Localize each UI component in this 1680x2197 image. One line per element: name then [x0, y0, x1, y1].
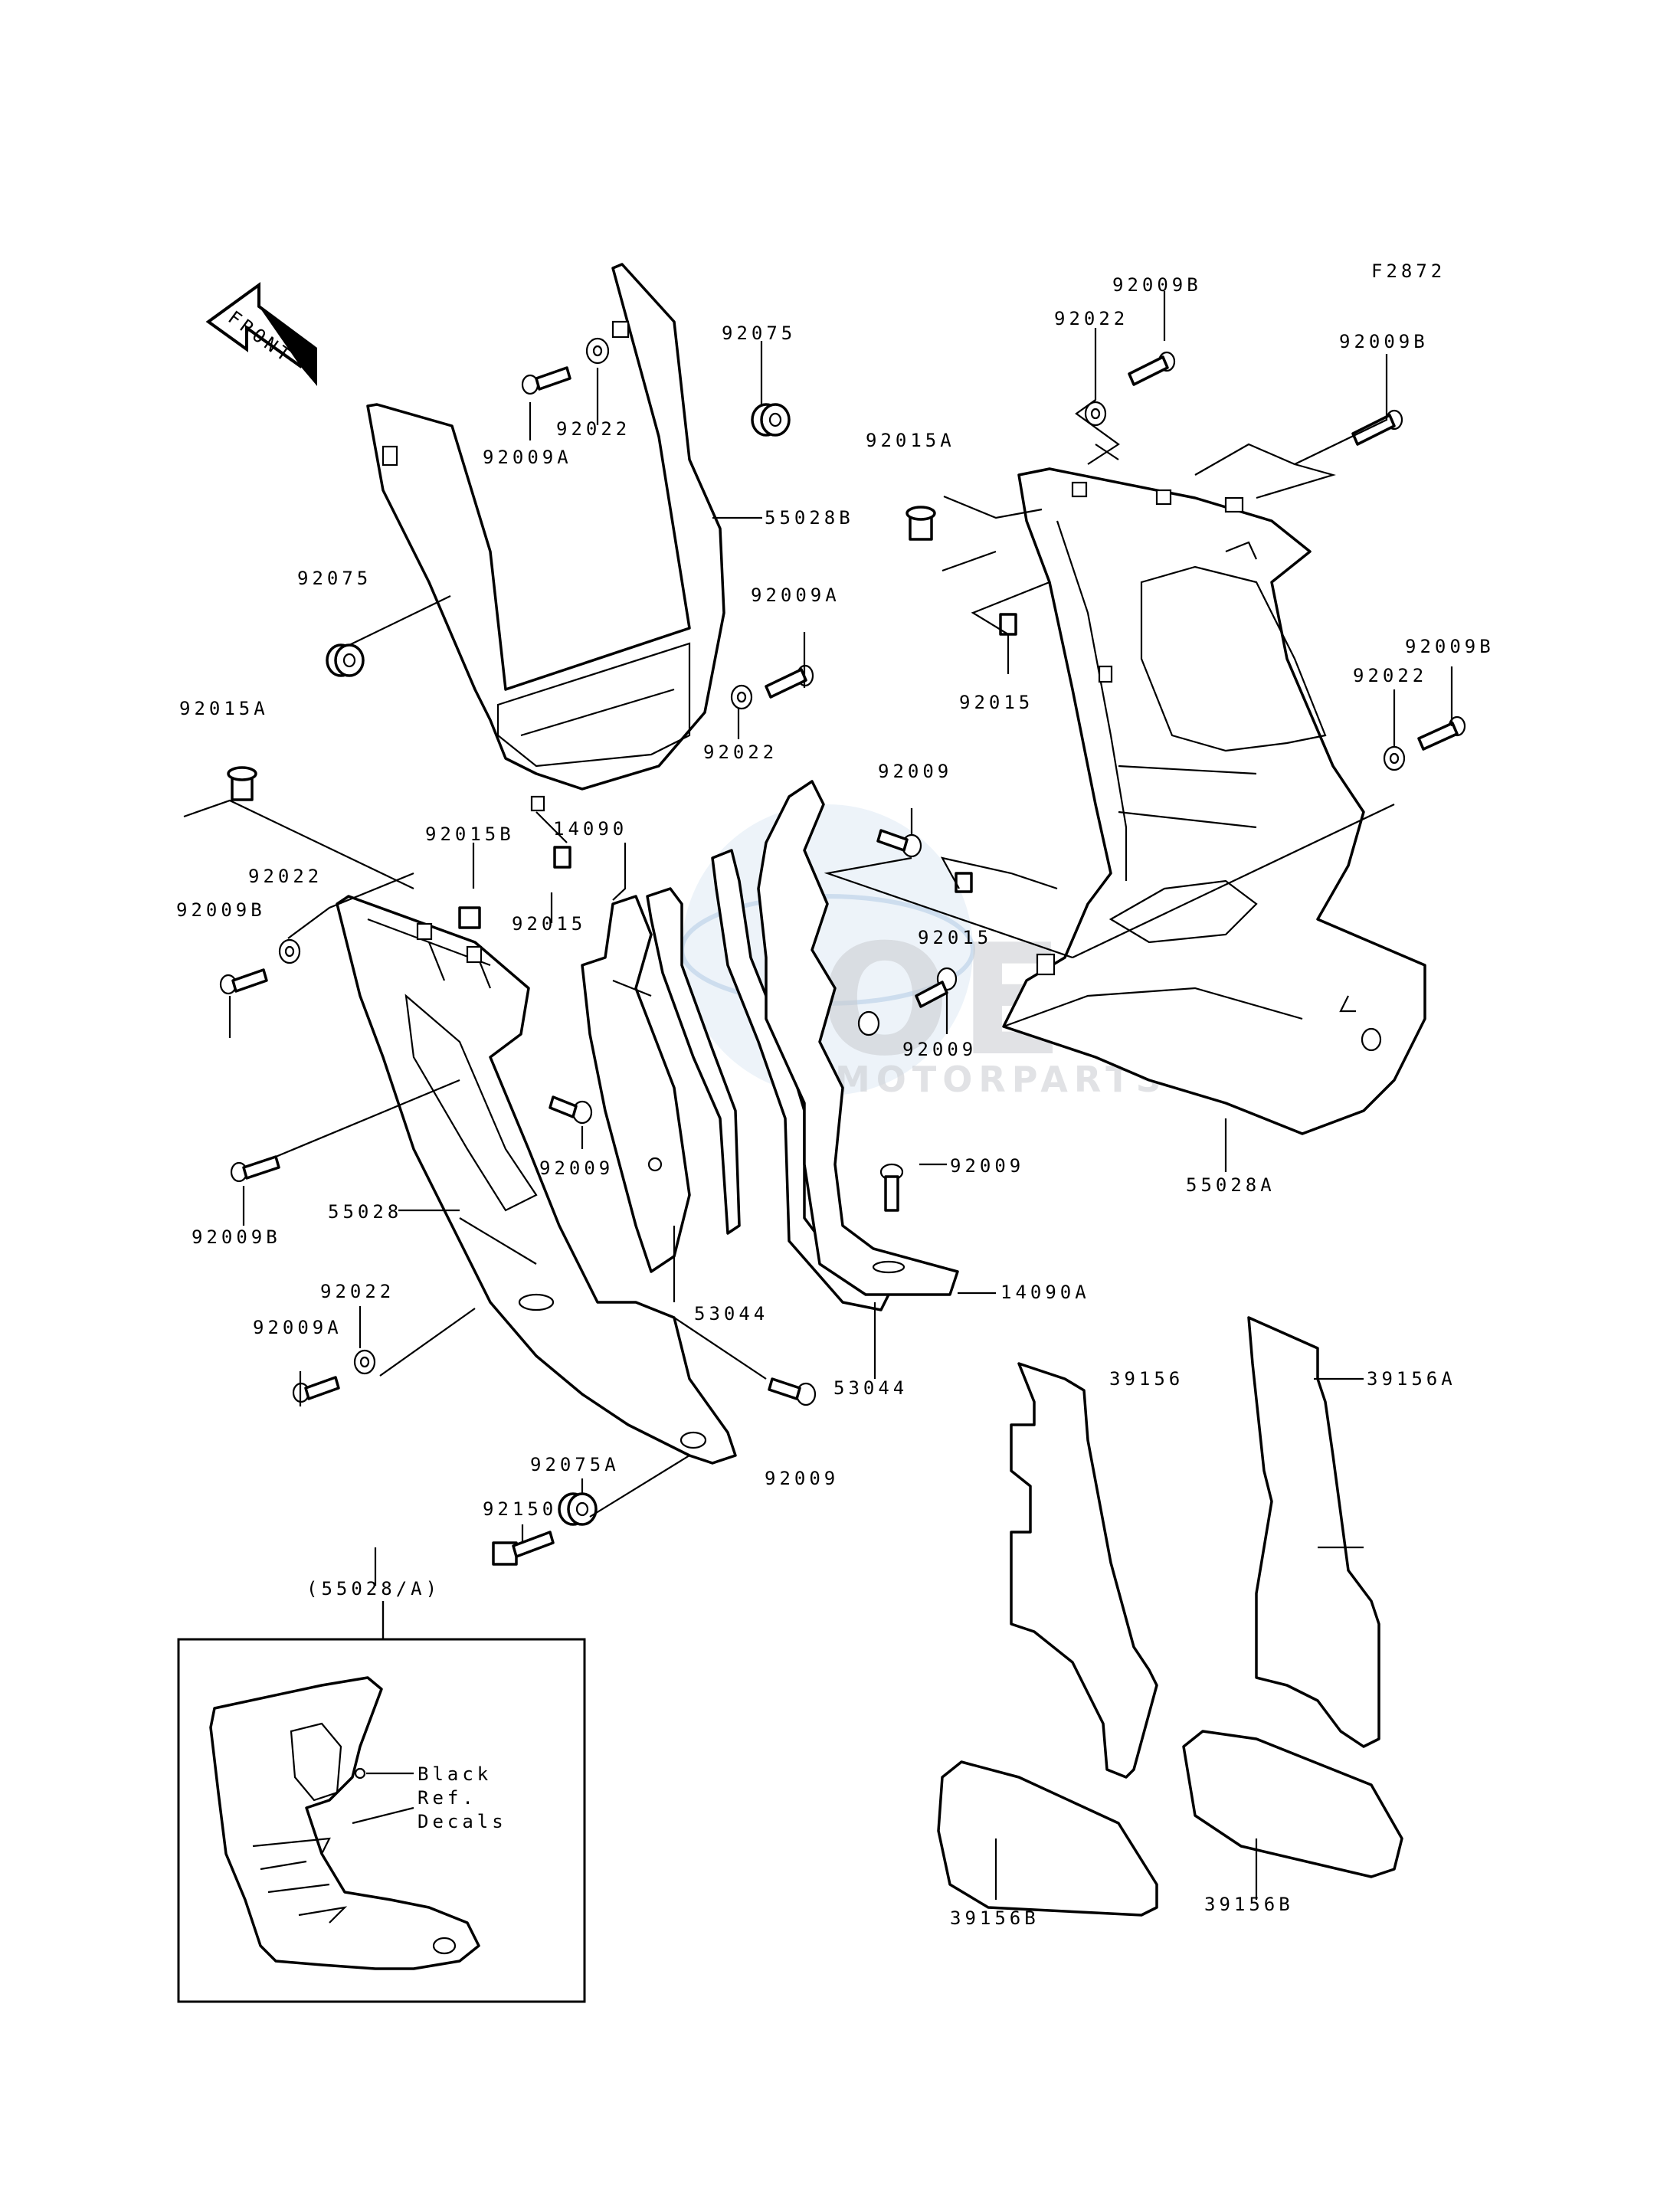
label-92150: 92150 — [483, 1498, 557, 1520]
label-92009A-mid: 92009A — [751, 584, 840, 606]
screw-92009A-top — [521, 366, 571, 395]
label-92022-t1: 92022 — [1054, 308, 1128, 329]
screw-92009B-r — [1417, 715, 1466, 751]
label-39156B-right: 39156B — [1204, 1894, 1294, 1915]
part-labels: 92075 92022 92009A 55028B 92075 92009A 9… — [176, 274, 1495, 1929]
label-92009-c: 92009 — [878, 761, 952, 782]
screw-92009B-low — [230, 1155, 280, 1183]
label-92075A: 92075A — [530, 1454, 620, 1475]
label-92009B-r: 92009B — [1405, 636, 1495, 657]
washer-92009-c2 — [857, 1010, 880, 1036]
label-92009-low: 92009 — [765, 1468, 839, 1489]
screw-92009B-left — [219, 968, 268, 995]
screw-92009B-t2 — [1351, 409, 1403, 446]
washer-92022-mid — [730, 684, 753, 710]
bolt-92150 — [492, 1531, 555, 1566]
screw-92009-c — [876, 829, 922, 858]
screw-92009-left — [549, 1095, 593, 1125]
screw-92009A-mid — [765, 664, 814, 699]
label-92009B-left: 92009B — [176, 899, 266, 921]
label-39156: 39156 — [1109, 1368, 1184, 1390]
washer-92022-t1 — [1084, 401, 1107, 427]
watermark-sub: MOTORPARTS — [835, 1059, 1167, 1100]
label-92022-left: 92022 — [248, 866, 323, 887]
screw-92009-c2 — [915, 967, 958, 1008]
label-92022-low: 92022 — [320, 1281, 395, 1302]
nut-92015A-right — [905, 506, 936, 541]
label-92075-top: 92075 — [722, 323, 796, 344]
label-14090A: 14090A — [1000, 1282, 1090, 1303]
label-92075-left: 92075 — [297, 568, 372, 589]
label-92009-c2: 92009 — [902, 1039, 977, 1060]
part-14090A-bracket — [757, 780, 959, 1296]
label-92015B: 92015B — [425, 823, 515, 845]
label-92015A-right: 92015A — [866, 430, 955, 451]
inset-decals-line1: Ref. — [418, 1787, 477, 1809]
label-92009A-top: 92009A — [483, 447, 572, 468]
label-92009-c3: 92009 — [950, 1155, 1024, 1177]
part-55028A-right-fairing — [1002, 467, 1426, 1135]
label-92022-r: 92022 — [1353, 665, 1427, 686]
part-55028-left-fairing — [336, 895, 737, 1465]
label-92015-right: 92015 — [959, 692, 1033, 713]
label-55028A: 55028A — [1186, 1174, 1276, 1196]
label-92015-left: 92015 — [512, 913, 586, 935]
inset-ref-label: (55028/A) — [306, 1578, 440, 1599]
label-14090: 14090 — [553, 818, 627, 840]
label-92009B-low: 92009B — [192, 1226, 281, 1248]
leader-lines — [183, 291, 1453, 1900]
label-92009-left: 92009 — [539, 1157, 614, 1179]
label-55028: 55028 — [328, 1201, 402, 1223]
clip-92015B — [458, 906, 481, 929]
label-39156B-left: 39156B — [950, 1907, 1040, 1929]
washer-92022-left — [278, 938, 301, 964]
part-39156B-pad-right — [1182, 1730, 1403, 1878]
screw-92009-low — [768, 1377, 817, 1406]
washer-92022-r — [1383, 745, 1406, 771]
label-53044-b: 53044 — [833, 1377, 908, 1399]
label-92015-c: 92015 — [918, 927, 992, 948]
part-14090-bracket — [581, 895, 691, 1273]
label-92009B-t1: 92009B — [1112, 274, 1202, 296]
inset-decals-line2: Decals — [418, 1811, 507, 1832]
label-39156A: 39156A — [1367, 1368, 1456, 1390]
grommet-92075-left — [326, 643, 365, 677]
label-55028B: 55028B — [765, 507, 854, 529]
nut-92015A-left — [227, 766, 257, 801]
screw-92009-c3 — [879, 1163, 904, 1212]
label-92015A-left: 92015A — [179, 698, 269, 719]
inset-box — [177, 1601, 586, 2003]
label-92009A-low: 92009A — [253, 1317, 342, 1338]
inset-black-note: Black — [418, 1763, 492, 1785]
part-53044-trim-a — [646, 887, 741, 1235]
label-92009B-t2: 92009B — [1339, 331, 1429, 352]
part-39156B-pad-left — [937, 1760, 1158, 1917]
grommet-92075-top — [751, 403, 791, 437]
label-92022-mid: 92022 — [703, 742, 778, 763]
label-53044-a: 53044 — [694, 1303, 768, 1324]
figure-code: F2872 — [1371, 260, 1446, 282]
part-39156-pad — [1010, 1362, 1158, 1779]
screw-92009B-t1 — [1128, 351, 1176, 386]
part-39156A-pad — [1247, 1316, 1380, 1748]
grommet-92075A — [558, 1492, 598, 1526]
part-55028B-inner-cowl — [366, 263, 725, 812]
label-92022-top: 92022 — [556, 418, 630, 440]
front-arrow-icon: FRONT — [205, 282, 317, 386]
washer-92022-low — [353, 1349, 376, 1375]
washer-92022-top — [585, 337, 610, 365]
clip-92015-left — [553, 846, 571, 869]
